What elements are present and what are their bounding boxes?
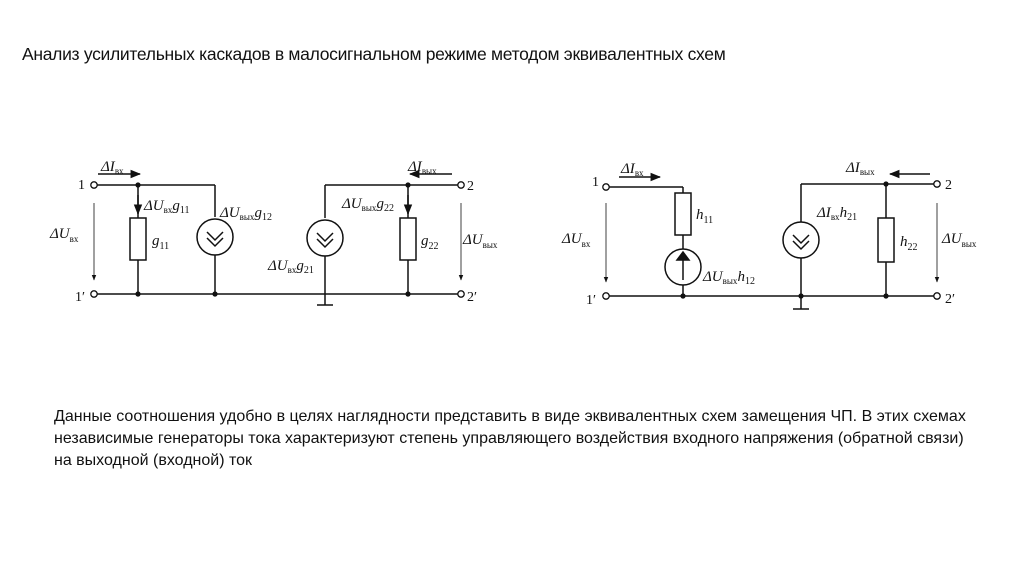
port-in-return-label: 1′ (75, 290, 85, 305)
port-out-return-label: 2′ (467, 290, 477, 305)
h22-label: h22 (900, 234, 918, 253)
node-dot (135, 182, 141, 188)
g11-branch-current-label: ΔUвхg11 (143, 198, 190, 216)
output-voltage-label: ΔUвых (941, 231, 977, 249)
forward-source-label: ΔIвхh21 (816, 205, 857, 223)
port-in-return-label: 1′ (586, 293, 596, 308)
terminal-1-prime (602, 292, 610, 300)
slide-body-text: Данные соотношения удобно в целях нагляд… (54, 408, 966, 469)
output-voltage-label: ΔUвых (462, 232, 498, 250)
forward-current-source-h21 (782, 221, 820, 259)
terminal-1 (90, 181, 98, 189)
node-dot (135, 291, 141, 297)
terminal-1 (602, 183, 610, 191)
node-dot (212, 291, 218, 297)
node-dot (798, 293, 804, 299)
feedback-current-source-g12 (196, 218, 234, 256)
node-dot (405, 291, 411, 297)
node-dot (883, 293, 889, 299)
node-dot (883, 181, 889, 187)
h11-label: h11 (696, 207, 713, 226)
g11-label: g11 (152, 233, 169, 252)
terminal-1-prime (90, 290, 98, 298)
slide-title: Анализ усилительных каскадов в малосигна… (22, 44, 726, 64)
g11-resistor (129, 217, 147, 261)
port-out-label: 2 (945, 178, 952, 193)
feedback-source-label: ΔUвыхg12 (219, 205, 272, 223)
g22-branch-current-label: ΔUвыхg22 (341, 196, 394, 214)
equivalent-circuits: 1 1′ 2 2′ ΔIвх ΔIвых ΔUвх ΔUвых g11 g22 … (49, 159, 977, 310)
input-voltage-label: ΔUвх (561, 231, 591, 249)
node-dot (680, 293, 686, 299)
port-out-label: 2 (467, 179, 474, 194)
port-in-label: 1 (78, 178, 85, 193)
port-in-label: 1 (592, 175, 599, 190)
output-current-label: ΔIвых (845, 160, 875, 177)
forward-source-label: ΔUвхg21 (267, 258, 314, 276)
output-current-label: ΔIвых (407, 159, 437, 176)
node-dot (405, 182, 411, 188)
input-current-label: ΔIвх (620, 161, 644, 178)
feedback-source-label: ΔUвыхh12 (702, 269, 755, 287)
g-parameter-circuit (91, 169, 464, 306)
g22-label: g22 (421, 233, 439, 252)
terminal-2-prime (457, 290, 465, 298)
h22-resistor (877, 217, 895, 263)
terminal-2-prime (933, 292, 941, 300)
port-out-return-label: 2′ (945, 292, 955, 307)
g22-resistor (399, 217, 417, 261)
forward-current-source-g21 (306, 219, 344, 257)
terminal-2 (457, 181, 465, 189)
input-voltage-label: ΔUвх (49, 226, 79, 244)
h11-resistor (674, 192, 692, 236)
terminal-2 (933, 180, 941, 188)
input-current-label: ΔIвх (100, 159, 124, 176)
h-parameter-circuit (603, 169, 940, 310)
